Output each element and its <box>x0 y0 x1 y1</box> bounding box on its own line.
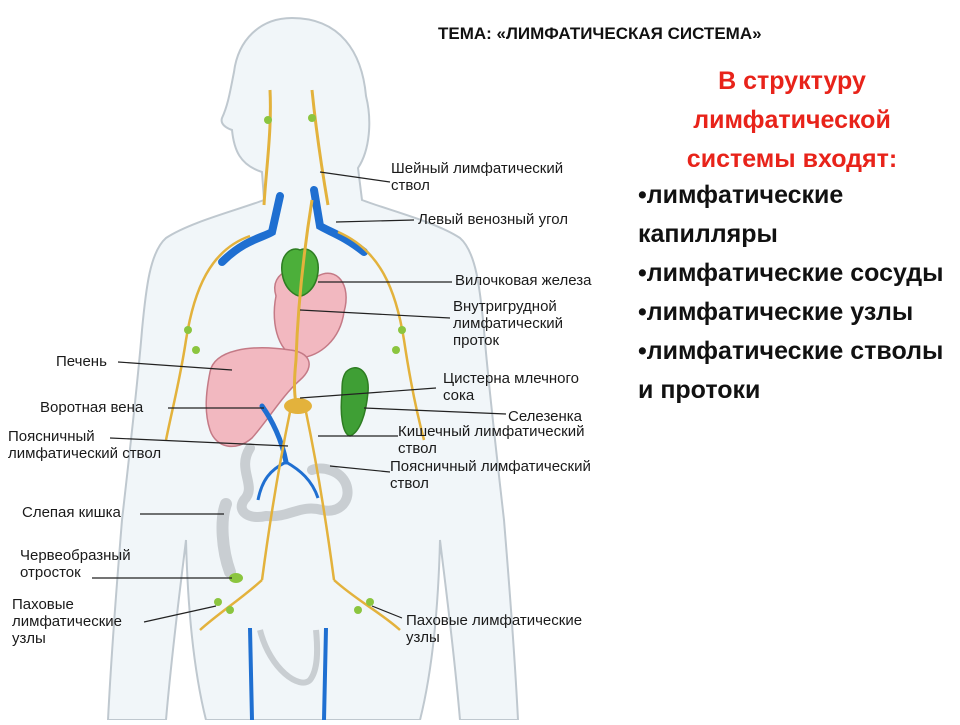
lymph-node <box>366 598 374 606</box>
label-appendix: Червеобразный отросток <box>20 547 131 581</box>
leader-line <box>299 387 437 399</box>
intestine-loops <box>236 443 353 522</box>
cisterna-chyli <box>284 398 312 414</box>
label-cecum: Слепая кишка <box>22 504 121 521</box>
leg-veins <box>248 627 328 721</box>
list-item: •лимфатические стволы и протоки <box>638 337 944 404</box>
label-cisterna-chyli: Цистерна млечного сока <box>443 370 579 404</box>
appendix-organ <box>229 573 243 583</box>
leader-line <box>109 437 289 447</box>
leader-line <box>371 605 403 619</box>
label-neck-lymph-trunk: Шейный лимфатический ствол <box>391 160 564 194</box>
body-silhouette <box>106 16 520 721</box>
lymph-node <box>398 326 406 334</box>
leader-line <box>335 219 415 223</box>
lumbar-trunk-left <box>260 411 292 581</box>
lymph-node <box>308 114 316 122</box>
pelvis-outline <box>257 629 321 686</box>
list-item: •лимфатические капилляры <box>638 181 844 248</box>
intestinal-veins <box>256 460 320 501</box>
list-item: •лимфатические сосуды <box>638 259 944 287</box>
inguinal-vessels-left <box>199 579 263 631</box>
label-thymus: Вилочковая железа <box>455 272 592 289</box>
lymph-node <box>392 346 400 354</box>
label-spleen: Селезенка <box>508 408 583 425</box>
label-portal-vein: Воротная вена <box>40 399 144 416</box>
leader-line <box>299 309 451 319</box>
label-inguinal-nodes-right: Паховые лимфатические узлы <box>406 612 583 646</box>
label-left-venous-angle: Левый венозный угол <box>418 211 568 228</box>
thoracic-duct <box>293 199 314 405</box>
label-lumbar-trunk-left: Поясничный лимфатический ствол <box>8 428 162 462</box>
label-intestinal-trunk: Кишечный лимфатический ствол <box>398 423 585 457</box>
leader-line <box>363 407 507 415</box>
slide-title: ТЕМА: «ЛИМФАТИЧЕСКАЯ СИСТЕМА» <box>438 24 762 43</box>
leader-lines <box>92 171 507 623</box>
lumbar-trunk-right <box>304 411 336 581</box>
body-illustration <box>92 16 520 721</box>
lymph-node <box>264 116 272 124</box>
liver-organ <box>205 347 310 448</box>
vein-left-subclavian <box>218 192 284 266</box>
label-liver: Печень <box>56 353 107 370</box>
list-item: •лимфатические узлы <box>638 298 914 326</box>
lymph-node <box>184 326 192 334</box>
label-lumbar-trunk-right: Поясничный лимфатический ствол <box>390 458 591 492</box>
structure-list: •лимфатические капилляры •лимфатические … <box>638 176 956 410</box>
leader-line <box>319 171 391 183</box>
lymph-node <box>354 606 362 614</box>
lymphatic-system-figure: Шейный лимфатический ствол Левый венозны… <box>8 16 592 721</box>
thymus-organ <box>281 248 319 297</box>
leader-line <box>117 361 233 371</box>
vein-right-subclavian <box>310 186 368 256</box>
arm-lymph-vessel-right <box>337 230 426 441</box>
lymph-node <box>226 606 234 614</box>
leader-line <box>143 605 217 623</box>
arm-lymph-vessel-left <box>164 234 251 441</box>
label-thoracic-duct: Внутригрудной лимфатический проток <box>453 298 564 349</box>
neck-lymph-trunk-right <box>310 89 330 206</box>
inguinal-vessels-right <box>333 579 401 631</box>
neck-lymph-trunk-left <box>262 89 272 206</box>
lymph-nodes <box>184 114 406 614</box>
label-inguinal-nodes-left: Паховые лимфатические узлы <box>12 596 122 647</box>
cecum-organ <box>216 498 236 578</box>
intro-heading: В структуру лимфатической системы входят… <box>686 67 898 173</box>
portal-vein <box>259 403 289 465</box>
lymph-node <box>214 598 222 606</box>
lymph-node <box>192 346 200 354</box>
leader-line <box>329 465 391 473</box>
